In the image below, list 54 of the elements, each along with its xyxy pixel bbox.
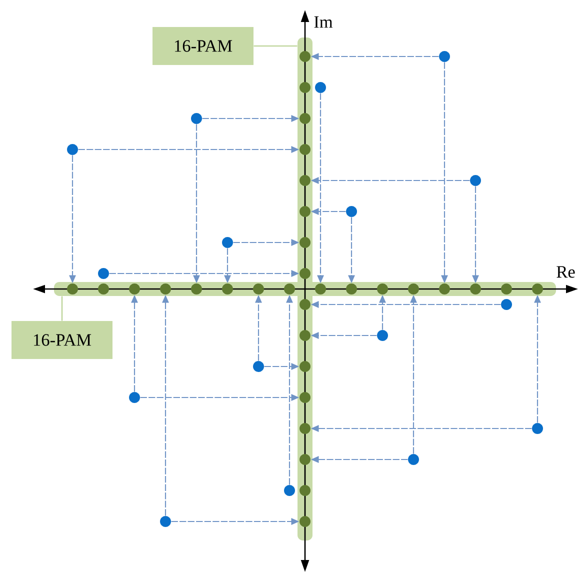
constellation-point: [300, 206, 310, 217]
signal-point: [501, 299, 512, 310]
constellation-point: [470, 284, 481, 294]
constellation-point: [300, 175, 310, 186]
constellation-point: [300, 485, 310, 496]
signal-point: [160, 516, 171, 527]
axis-label: Im: [314, 16, 333, 28]
constellation-point: [284, 284, 295, 294]
signal-point: [315, 82, 326, 93]
constellation-point: [222, 284, 233, 294]
modulation-label-box: 16-PAM: [152, 27, 254, 65]
constellation-point: [300, 516, 310, 527]
signal-point: [284, 485, 295, 496]
constellation-point: [501, 284, 512, 294]
constellation-point: [439, 284, 450, 294]
leader-line: [254, 45, 298, 47]
constellation-point: [67, 284, 78, 294]
constellation-point: [346, 284, 357, 294]
constellation-point: [315, 284, 326, 294]
constellation-point: [98, 284, 109, 294]
leader-line: [61, 296, 63, 321]
constellation-point: [300, 299, 310, 310]
constellation-point: [300, 392, 310, 403]
signal-point: [129, 392, 140, 403]
signal-point: [408, 454, 419, 465]
signal-point: [253, 361, 264, 372]
constellation-point: [160, 284, 171, 294]
signal-point: [222, 237, 233, 248]
constellation-point: [253, 284, 264, 294]
modulation-label-box: 16-PAM: [12, 321, 112, 359]
constellation-point: [300, 51, 310, 62]
constellation-point: [300, 268, 310, 279]
constellation-point: [408, 284, 419, 294]
constellation-point: [129, 284, 140, 294]
constellation-point: [300, 82, 310, 93]
constellation-point: [300, 330, 310, 341]
signal-point: [470, 175, 481, 186]
constellation-point: [300, 423, 310, 434]
constellation-point: [300, 113, 310, 124]
constellation-point: [300, 237, 310, 248]
constellation-point: [300, 144, 310, 155]
constellation-point: [191, 284, 202, 294]
axis-label: Re: [556, 266, 575, 278]
signal-point: [98, 268, 109, 279]
signal-point: [67, 144, 78, 155]
signal-point: [377, 330, 388, 341]
signal-point: [439, 51, 450, 62]
constellation-point: [300, 454, 310, 465]
constellation-point: [377, 284, 388, 294]
signal-point: [532, 423, 543, 434]
signal-point: [191, 113, 202, 124]
constellation-point: [532, 284, 543, 294]
signal-point: [346, 206, 357, 217]
constellation-point: [300, 361, 310, 372]
